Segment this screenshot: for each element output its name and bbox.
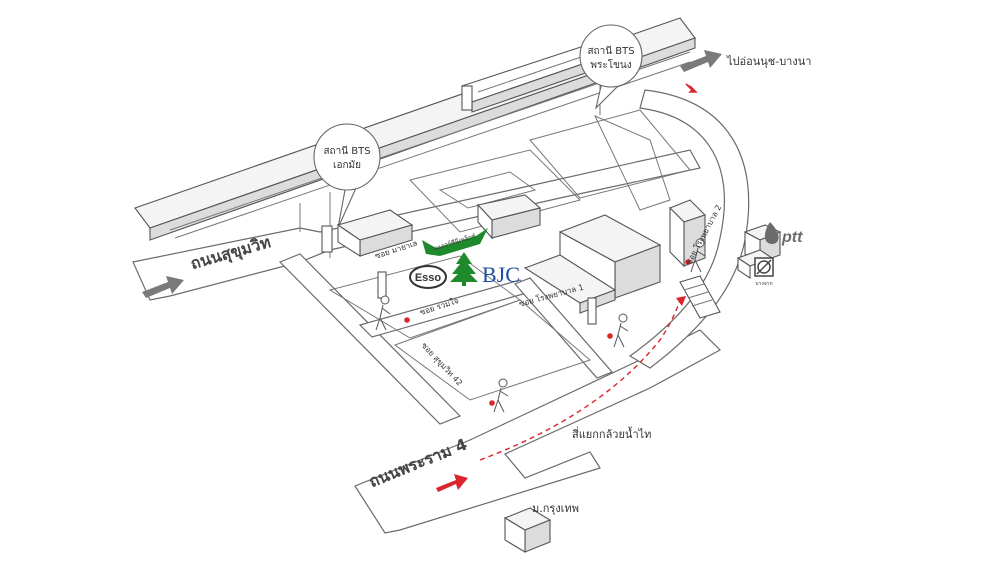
station-ekkamai-line2: เอกมัย (333, 160, 361, 171)
major-cineplex-logo: เมเจอร์ซีนีเพล็กซ์ (422, 228, 488, 256)
walking-person-icon (613, 313, 629, 348)
station-phrakhanong-line1: สถานี BTS (587, 45, 634, 57)
block-outline-2 (529, 109, 691, 199)
esso-logo: Esso (409, 265, 447, 289)
location-marker-icon (685, 259, 691, 265)
block-outline-4 (438, 171, 537, 209)
signboard (587, 297, 597, 325)
direction-arrow-icon (142, 276, 184, 298)
route-arrowhead-icon (676, 296, 686, 306)
signboard (321, 225, 333, 253)
direction-arrow-icon (436, 474, 468, 492)
major-cineplex-building (336, 209, 414, 258)
block-outline-1 (593, 115, 671, 211)
direction-arrow-icon (680, 50, 722, 72)
walking-person-icon (493, 378, 509, 413)
station-bubble-ekkamai: สถานี BTS เอกมัย (313, 123, 381, 229)
bts-viaduct-side (149, 37, 696, 241)
ptt-text: ptt (781, 229, 803, 246)
sukhumvit-road (132, 149, 701, 301)
building-ptt (736, 224, 782, 280)
bjc-logo: BJC (450, 252, 520, 287)
station-phrakhanong-line2: พระโขนง (590, 58, 631, 71)
signboard (377, 271, 387, 299)
building-rongphayaban2 (669, 199, 707, 268)
walking-person-icon (690, 238, 706, 273)
location-marker-icon (607, 333, 613, 339)
esso-text: Esso (415, 272, 442, 284)
stairs (679, 275, 721, 319)
direction-arrow-icon (685, 83, 698, 93)
station-bubble-phrakhanong: สถานี BTS พระโขนง (579, 24, 643, 110)
label-kluaynamthai-intersection: สี่แยกกล้วยน้ำไท (572, 426, 652, 441)
bangchak-logo: บางจาก (754, 257, 774, 287)
bangchak-label: บางจาก (755, 281, 772, 287)
bjc-text: BJC (482, 262, 520, 287)
bangkok-university-building (503, 507, 552, 553)
block-outline-6 (393, 299, 591, 401)
walking-person-icon (375, 295, 391, 331)
building-middle (476, 194, 542, 240)
soi-rongphayaban1-road (513, 277, 614, 379)
location-marker-icon (404, 317, 410, 323)
ptt-logo: ptt (764, 222, 803, 246)
label-to-onnut-bangna: ไปอ่อนนุช-บางนา (726, 55, 811, 68)
soi-sukhumvit42-road (278, 253, 462, 425)
station-ekkamai-line1: สถานี BTS (323, 145, 370, 157)
block-outline-3 (409, 149, 581, 233)
label-bangkok-university: ม.กรุงเทพ (532, 502, 579, 515)
walking-route (479, 299, 681, 461)
label-soi-sukhumvit42: ซอย สุขุมวิท 42 (420, 341, 464, 388)
location-marker-icon (489, 400, 495, 406)
